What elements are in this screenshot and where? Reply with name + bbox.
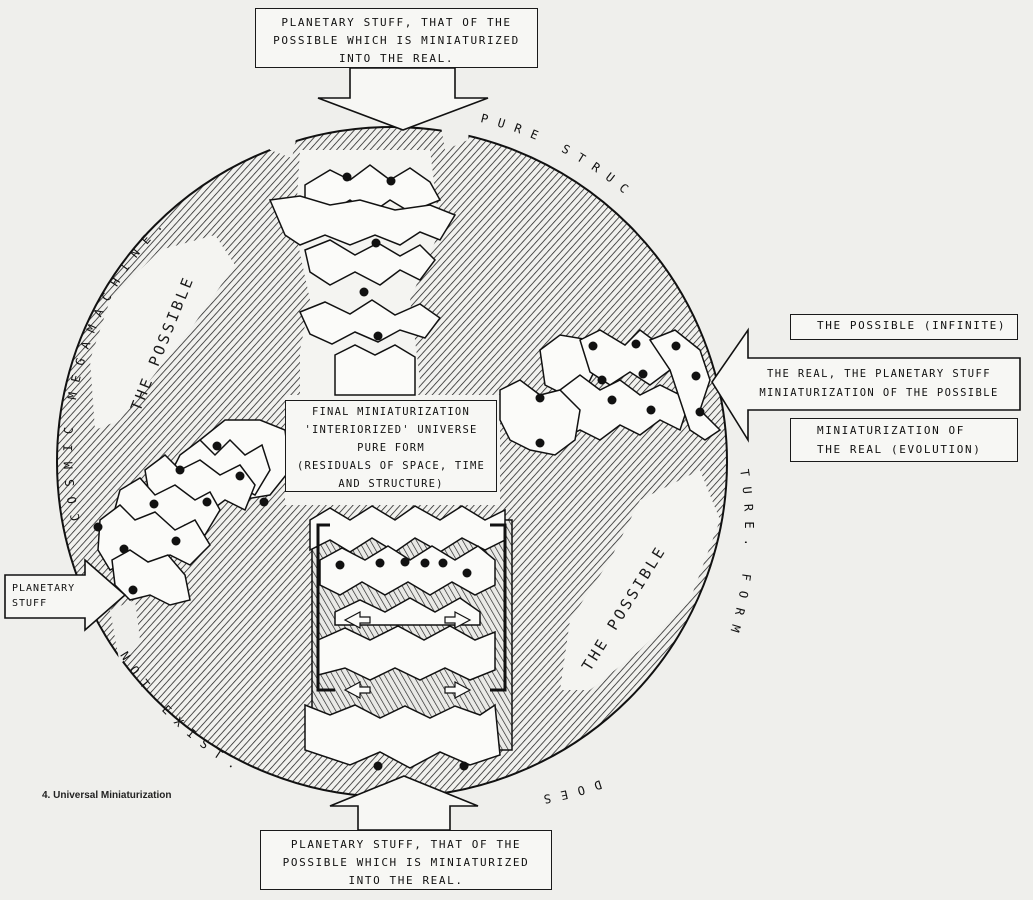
center-label-line: pure form: [357, 442, 425, 454]
bottom-arrow: [329, 775, 479, 831]
left-arrow: [4, 558, 127, 632]
center-label-line: Final miniaturization: [312, 406, 470, 418]
legend-real-line: the real (evolution): [817, 443, 982, 456]
left-label-line: Planetary: [12, 583, 76, 594]
legend-possible-label: The possible (infinite): [817, 319, 1007, 332]
top-label-line: Planetary stuff, that of the: [281, 16, 512, 29]
left-label-box: Planetary stuff: [8, 578, 84, 616]
top-label-line: into the real.: [338, 52, 455, 65]
legend-possible-box: The possible (infinite): [790, 314, 1018, 340]
bottom-label-box: Planetary stuff, that of the possible wh…: [260, 830, 552, 890]
top-right-notch: [440, 120, 470, 150]
right-label-line: The real, the planetary stuff: [767, 368, 991, 380]
legend-real-line: Miniaturization of: [817, 424, 966, 437]
top-arrow: [317, 67, 489, 131]
center-label-line: and structure): [338, 478, 444, 490]
right-zigzag-dots: [535, 339, 705, 448]
bottom-label-line: Planetary stuff, that of the: [290, 838, 522, 851]
center-label-line: 'interiorized' universe: [304, 424, 478, 436]
right-arrow: [711, 327, 1021, 443]
cylinder-dots: [335, 557, 472, 771]
interior-cylinder: [304, 505, 513, 769]
center-label-line: (residuals of space, time: [296, 460, 486, 472]
possible-band-lower-right: [560, 470, 720, 690]
left-zigzag-stack: [97, 419, 291, 606]
figure-caption: 4. Universal Miniaturization: [42, 790, 172, 801]
arc-text-does: DOES: [533, 777, 604, 808]
arc-text-ture: TURE. FORM: [725, 468, 756, 643]
bottom-label-line: into the real.: [348, 874, 464, 887]
left-notch: [110, 600, 140, 665]
bottom-label-line: possible which is miniaturized: [282, 856, 530, 869]
top-zigzag-stack: [268, 164, 457, 396]
top-zigzag-dots: [342, 172, 396, 341]
left-label-line: stuff: [12, 598, 48, 609]
left-zigzag-dots: [93, 441, 269, 595]
legend-real-box: Miniaturization of the real (evolution): [790, 418, 1018, 462]
right-label-line: miniaturization of the possible: [759, 387, 999, 399]
top-label-box: Planetary stuff, that of the possible wh…: [255, 8, 538, 68]
center-label-box: Final miniaturization 'interiorized' uni…: [285, 400, 497, 492]
right-label-box: The real, the planetary stuff miniaturiz…: [748, 362, 1010, 406]
possible-band-upper-left: [90, 235, 235, 430]
top-left-notch: [262, 120, 300, 158]
top-label-line: possible which is miniaturized: [273, 34, 520, 47]
